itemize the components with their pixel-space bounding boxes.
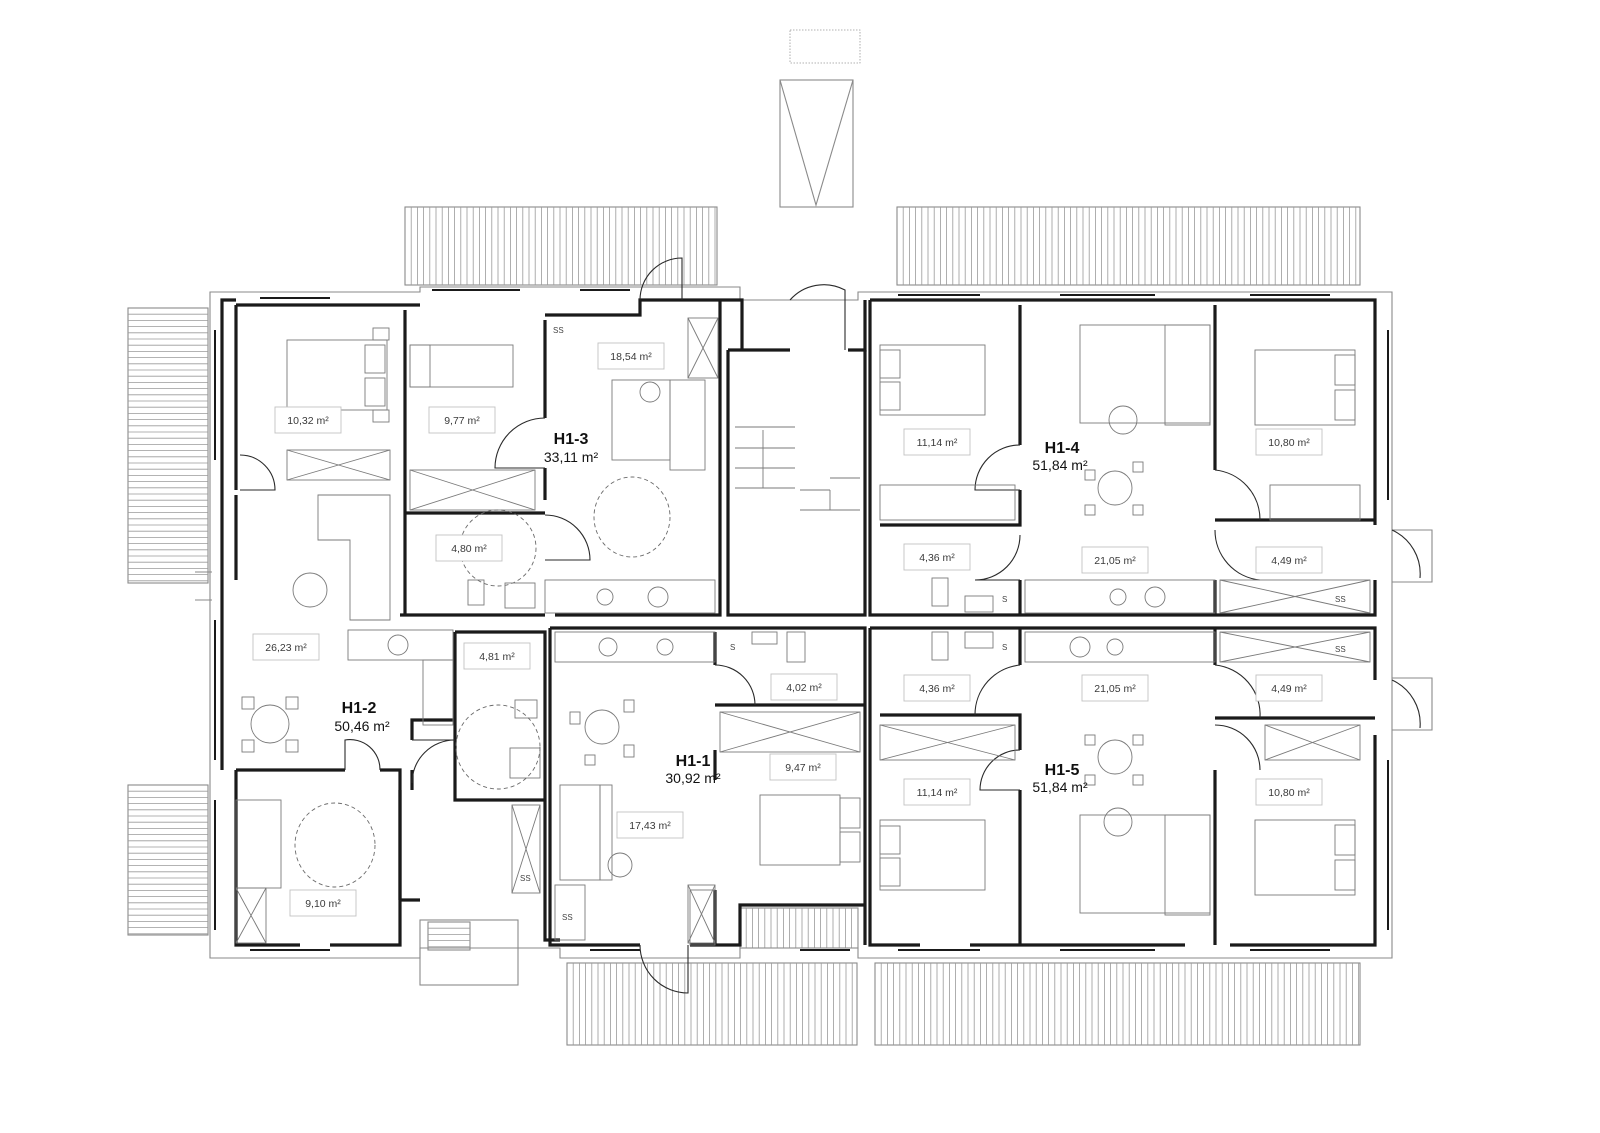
- room-area-value: 4,49 m²: [1271, 683, 1307, 695]
- entrance-steps: [419, 919, 519, 986]
- room-area-h14-living: 21,05 m²: [1081, 546, 1149, 574]
- room-area-labels: 10,32 m² 26,23 m² 4,81 m² 9,10 m² 9,77 m² 18,…: [252, 342, 1323, 917]
- windows: [214, 289, 1389, 951]
- room-area-box: [903, 674, 971, 702]
- unit-area-h1-4: 51,84 m²: [1032, 457, 1088, 473]
- room-area-h15-bed1: 11,14 m²: [903, 778, 971, 806]
- room-area-box: [616, 811, 684, 839]
- room-area-box: [289, 889, 357, 917]
- unit-area-h1-3: 33,11 m²: [544, 449, 599, 465]
- room-area-value: 9,77 m²: [444, 415, 480, 427]
- storage-mark-h12: SS: [520, 874, 531, 883]
- room-area-value: 9,10 m²: [305, 898, 341, 910]
- room-area-box: [435, 534, 503, 562]
- unit-labels: H1-2 50,46 m² H1-3 33,11 m² H1-1 30,92 m…: [334, 431, 1088, 795]
- room-area-value: 4,49 m²: [1271, 555, 1307, 567]
- room-area-box: [1081, 674, 1149, 702]
- storage-mark-h14: SS: [1335, 595, 1346, 604]
- balcony-3: [127, 307, 209, 584]
- balcony-5: [566, 962, 858, 1046]
- room-area-h12-bedroom: 10,32 m²: [274, 406, 342, 434]
- room-area-box: [597, 342, 665, 370]
- room-area-value: 10,32 m²: [287, 415, 329, 427]
- room-area-box: [1255, 428, 1323, 456]
- room-area-h14-bed2: 10,80 m²: [1255, 428, 1323, 456]
- room-area-h13-bedroom: 9,77 m²: [428, 406, 496, 434]
- room-area-box: [1081, 546, 1149, 574]
- room-area-value: 10,80 m²: [1268, 787, 1310, 799]
- room-area-box: [1255, 674, 1323, 702]
- room-area-value: 4,36 m²: [919, 683, 955, 695]
- room-area-value: 9,47 m²: [785, 762, 821, 774]
- room-area-value: 21,05 m²: [1094, 683, 1136, 695]
- chimney-top: [789, 29, 861, 64]
- room-area-box: [769, 753, 837, 781]
- room-area-value: 11,14 m²: [917, 787, 958, 799]
- room-area-value: 18,54 m²: [610, 351, 652, 363]
- room-area-h15-bath: 4,36 m²: [903, 674, 971, 702]
- room-area-value: 11,14 m²: [917, 437, 958, 449]
- doors: [239, 257, 1421, 994]
- storage-mark-h11: SS: [562, 913, 573, 922]
- room-area-box: [770, 673, 838, 701]
- room-area-box: [903, 428, 971, 456]
- socket-mark-h11: S: [730, 643, 735, 652]
- room-area-h15-hall: 4,49 m²: [1255, 674, 1323, 702]
- room-area-box: [1255, 778, 1323, 806]
- room-area-value: 4,36 m²: [919, 552, 955, 564]
- fixture-marks: SS SS SS SS SS S S S: [520, 326, 1346, 922]
- room-area-h11-living: 17,43 m²: [616, 811, 684, 839]
- room-area-h14-hall: 4,49 m²: [1255, 546, 1323, 574]
- room-area-h12-living: 26,23 m²: [252, 633, 320, 661]
- room-area-h15-living: 21,05 m²: [1081, 674, 1149, 702]
- room-area-value: 21,05 m²: [1094, 555, 1136, 567]
- balcony-hatching: [127, 206, 1361, 1046]
- unit-area-h1-5: 51,84 m²: [1032, 779, 1088, 795]
- room-area-box: [903, 543, 971, 571]
- room-area-box: [428, 406, 496, 434]
- building-outline: [195, 29, 1433, 986]
- unit-name-h1-3: H1-3: [554, 431, 589, 448]
- balcony-1: [404, 206, 718, 286]
- room-area-value: 4,81 m²: [479, 651, 515, 663]
- room-area-value: 4,02 m²: [786, 682, 822, 694]
- socket-mark-h15: S: [1002, 643, 1007, 652]
- room-area-value: 10,80 m²: [1268, 437, 1310, 449]
- storage-mark-h13: SS: [553, 326, 564, 335]
- room-area-h14-bath: 4,36 m²: [903, 543, 971, 571]
- room-area-box: [463, 642, 531, 670]
- room-area-h13-living: 18,54 m²: [597, 342, 665, 370]
- room-area-h12-room2: 9,10 m²: [289, 889, 357, 917]
- room-area-value: 4,80 m²: [451, 543, 487, 555]
- room-area-h12-bath: 4,81 m²: [463, 642, 531, 670]
- room-area-value: 26,23 m²: [265, 642, 307, 654]
- room-area-h13-bath: 4,80 m²: [435, 534, 503, 562]
- balcony-8: [427, 921, 471, 951]
- room-area-h15-bed2: 10,80 m²: [1255, 778, 1323, 806]
- room-area-value: 17,43 m²: [629, 820, 671, 832]
- unit-name-h1-5: H1-5: [1045, 762, 1080, 779]
- room-area-h11-bedroom: 9,47 m²: [769, 753, 837, 781]
- storage-mark-h15: SS: [1335, 645, 1346, 654]
- walls: [220, 298, 1377, 947]
- room-area-box: [903, 778, 971, 806]
- room-area-h11-bath: 4,02 m²: [770, 673, 838, 701]
- furniture: [235, 317, 1371, 946]
- chimney-shaft: [779, 79, 854, 208]
- room-area-h14-bed1: 11,14 m²: [903, 428, 971, 456]
- balcony-7: [874, 962, 1361, 1046]
- unit-name-h1-2: H1-2: [342, 700, 377, 717]
- unit-name-h1-1: H1-1: [676, 753, 711, 770]
- socket-mark-h14: S: [1002, 595, 1007, 604]
- balcony-4: [127, 784, 209, 936]
- room-area-box: [252, 633, 320, 661]
- room-area-box: [1255, 546, 1323, 574]
- room-area-box: [274, 406, 342, 434]
- unit-area-h1-1: 30,92 m²: [665, 770, 721, 786]
- unit-area-h1-2: 50,46 m²: [334, 718, 390, 734]
- balcony-6: [739, 907, 859, 949]
- unit-name-h1-4: H1-4: [1045, 440, 1080, 457]
- balcony-2: [896, 206, 1361, 286]
